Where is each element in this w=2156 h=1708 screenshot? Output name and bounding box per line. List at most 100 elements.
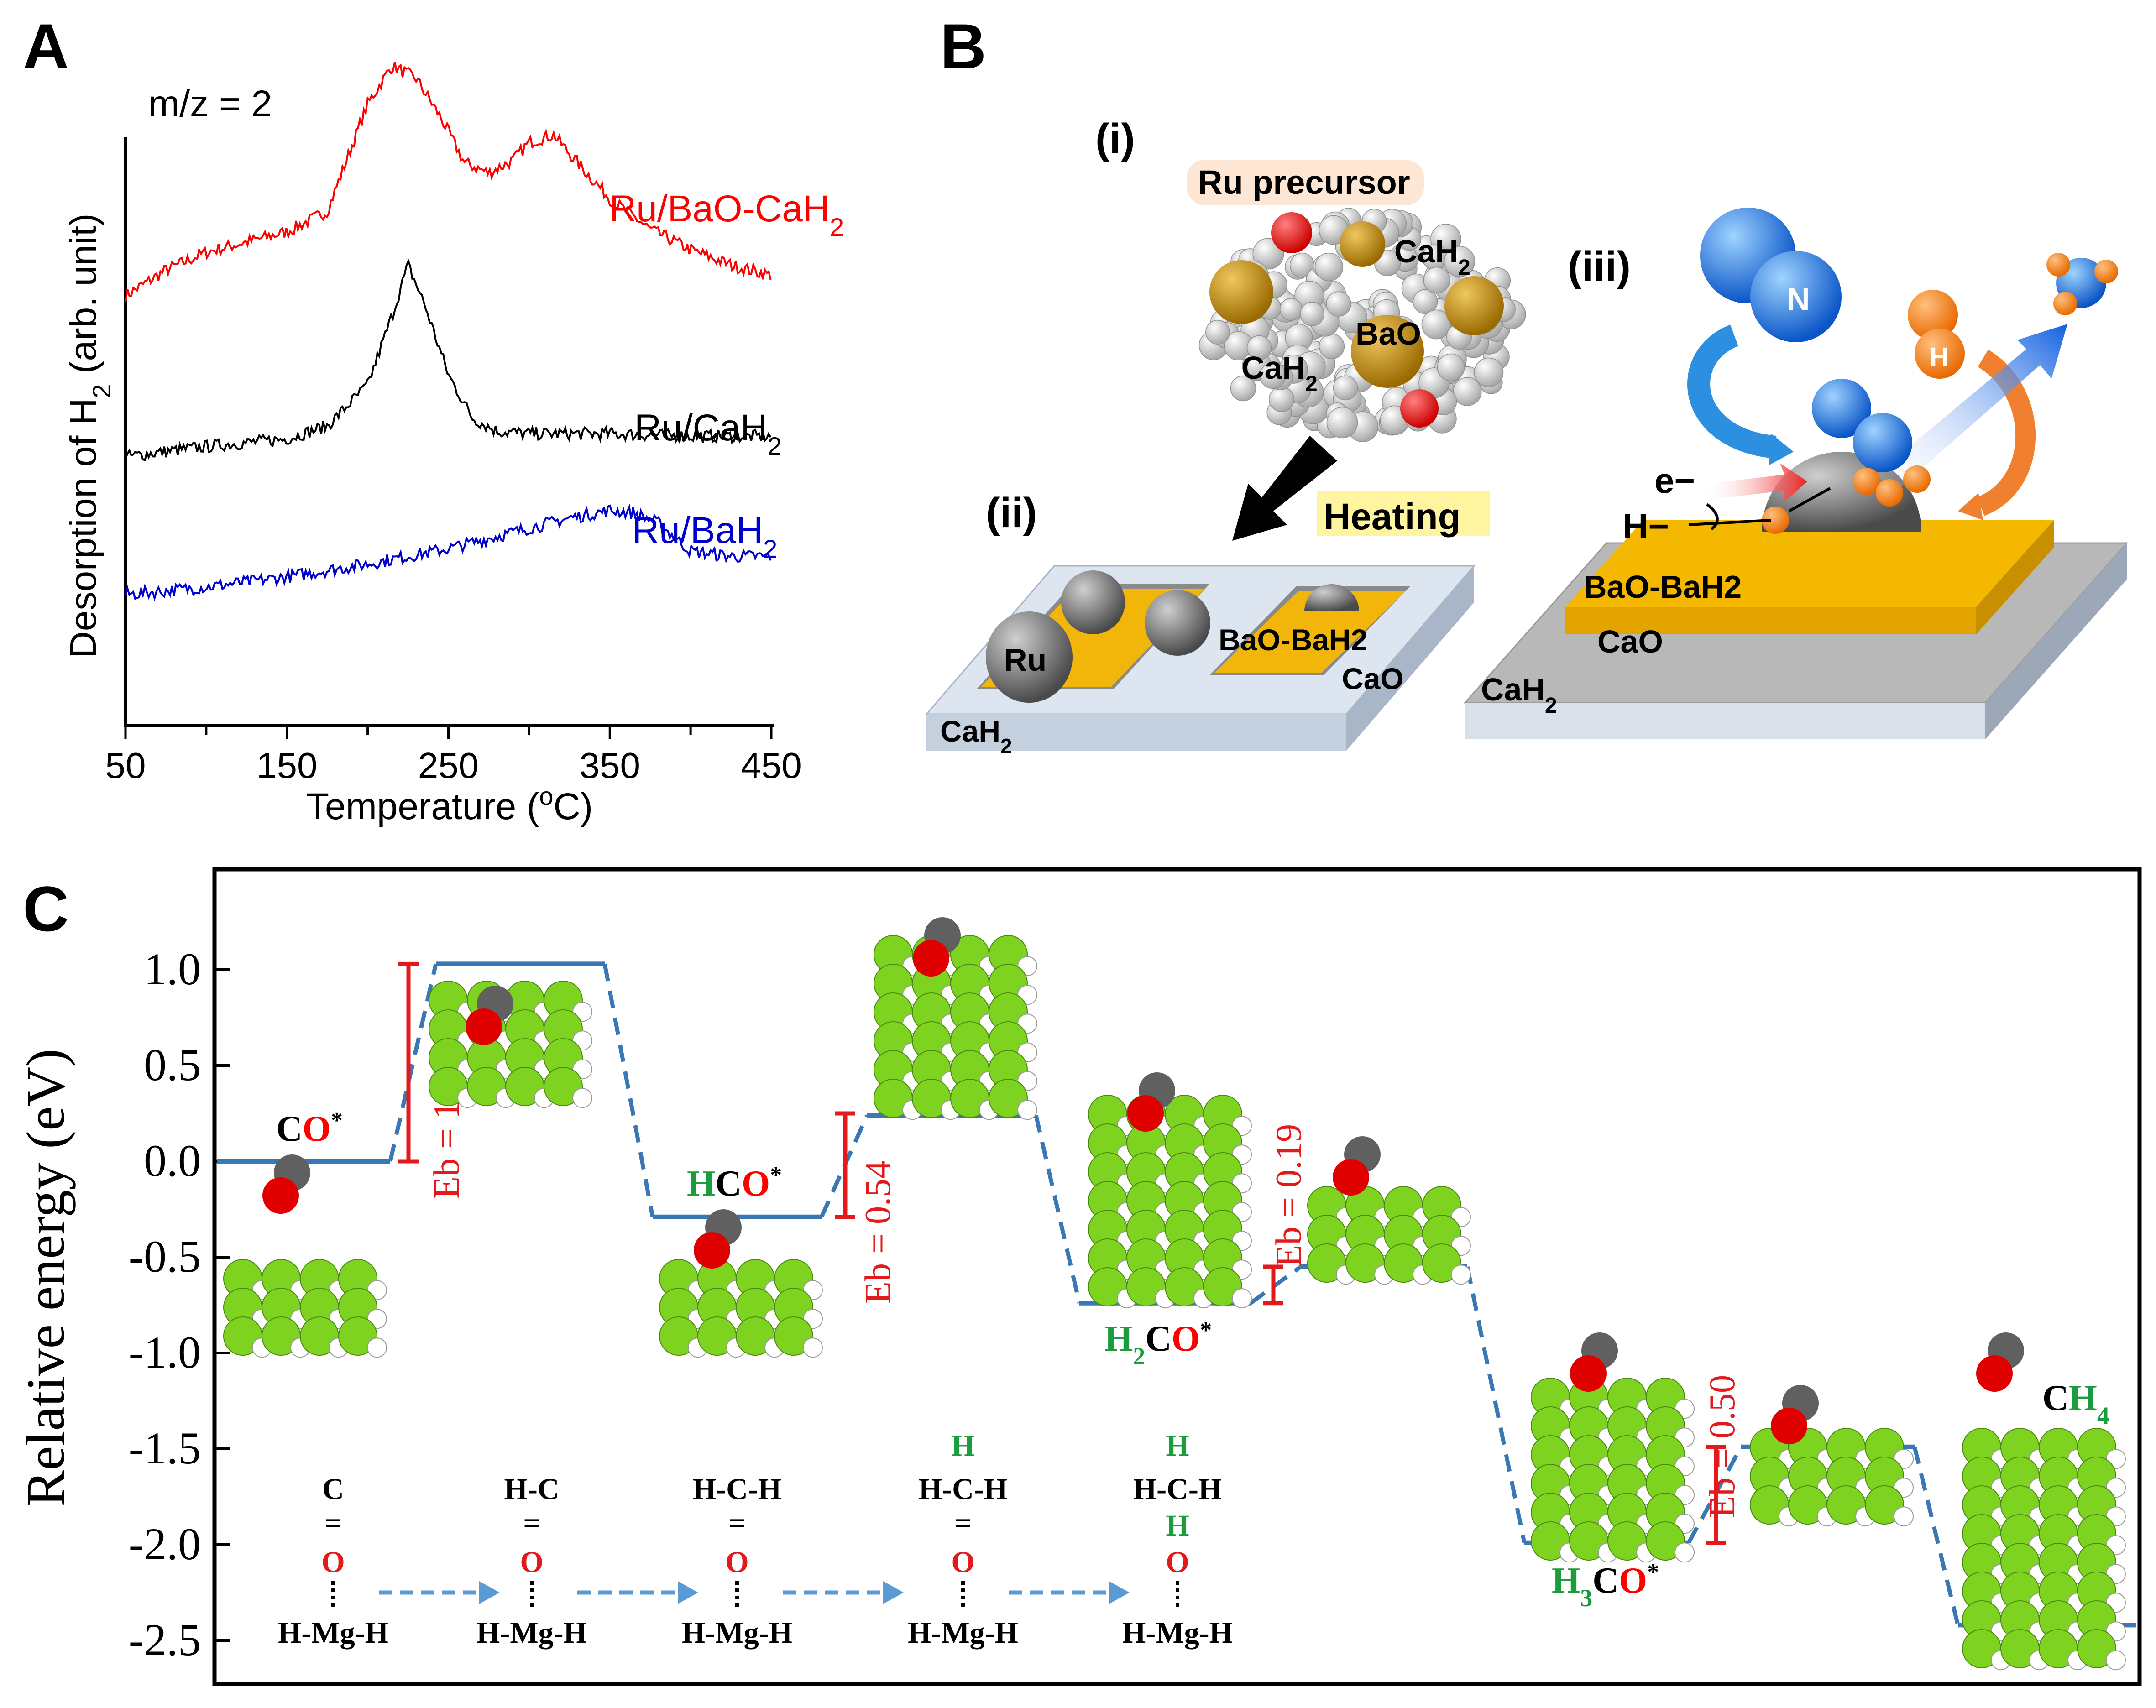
reaction-scheme: H-C=OH-Mg-H xyxy=(476,1473,698,1650)
o-atom xyxy=(466,1008,502,1045)
transfer-arrow-2 xyxy=(1688,519,1771,526)
transfer-arrow-3 xyxy=(1788,487,1831,512)
label-h: H xyxy=(1930,342,1949,372)
label-step-iii: (iii) xyxy=(1568,243,1631,290)
scheme-arrowhead xyxy=(678,1581,698,1604)
surface-slab xyxy=(874,935,1037,1120)
panel-letter-b: B xyxy=(940,10,986,82)
panel-c-y-tick-label: 0.5 xyxy=(144,1039,201,1090)
cah2-particle xyxy=(1423,266,1450,294)
scheme-arrowhead xyxy=(1109,1581,1130,1604)
cah2-particle xyxy=(1259,362,1287,389)
panel-c-y-tick-label: 1.0 xyxy=(144,944,201,994)
o-atom xyxy=(1976,1355,2013,1392)
bao-particle xyxy=(1351,315,1424,388)
scheme-arrowhead xyxy=(883,1581,904,1604)
bao-particle xyxy=(1340,221,1385,267)
species-label-hco: HCO* xyxy=(687,1162,782,1204)
label-hydride: H− xyxy=(1622,506,1669,546)
panel-c-y-tick-label: -2.0 xyxy=(129,1519,201,1569)
n2-cycle-arrowhead xyxy=(1769,434,1794,465)
ru-particle-dome xyxy=(1304,584,1359,611)
heating-glow xyxy=(1317,491,1490,536)
scheme-double-bond: = xyxy=(728,1507,746,1540)
o-atom xyxy=(694,1232,730,1269)
panel-a-x-tick-label: 150 xyxy=(256,745,317,786)
scheme-h-mg-h: H-Mg-H xyxy=(682,1616,792,1650)
cah2-particle xyxy=(1314,252,1344,282)
panel-a-x-tick-label: 250 xyxy=(418,745,479,786)
panel-letter-c: C xyxy=(23,873,69,945)
cah2-particle xyxy=(1268,386,1295,413)
h-atom-1 xyxy=(1908,290,1958,340)
ru-particle-top xyxy=(1061,570,1125,634)
cah2-particle xyxy=(1246,335,1272,360)
h-atom xyxy=(1894,1506,1914,1527)
label-step-i: (i) xyxy=(1095,115,1135,162)
label-electron: e− xyxy=(1654,460,1695,501)
scheme-top-h: H xyxy=(951,1429,974,1463)
scheme-double-bond: = xyxy=(523,1507,540,1540)
panel-a-y-label: Desorption of H2 (arb. unit) xyxy=(63,214,116,658)
cah2-particle xyxy=(1205,320,1230,345)
cah2-particle xyxy=(1413,289,1438,314)
scheme-oxygen: O xyxy=(951,1546,974,1579)
scheme-carbon-group: H-C-H xyxy=(693,1473,781,1506)
series-line-1 xyxy=(125,258,772,461)
label-ru-precursor: Ru precursor xyxy=(1198,163,1410,201)
h-atom xyxy=(367,1337,387,1358)
cah2-particle xyxy=(1279,298,1303,321)
cah2-particle xyxy=(1326,407,1358,439)
nh3-h-1 xyxy=(2046,253,2070,277)
label-step-ii: (ii) xyxy=(986,490,1037,536)
platform-large xyxy=(1463,520,2129,739)
o-atom xyxy=(1570,1355,1607,1392)
panel-c-y-tick-label: -1.0 xyxy=(129,1327,201,1378)
surface-slab xyxy=(1531,1378,1695,1563)
surface-slab xyxy=(223,1259,387,1358)
h-atom-2 xyxy=(1915,329,1965,379)
series-line-2 xyxy=(125,503,772,601)
energy-connector xyxy=(1034,1115,1082,1304)
label-bao: BaO xyxy=(1355,316,1421,351)
adsorbed-h-4 xyxy=(1762,507,1789,534)
bao-particle xyxy=(1209,260,1273,324)
energy-connector xyxy=(1249,1265,1302,1305)
scheme-double-bond: = xyxy=(324,1507,342,1540)
panel-b-schematic: (i) (ii) (iii) Ru precursor CaH2 BaO CaH… xyxy=(925,115,2129,758)
species-label-h3co: H3CO* xyxy=(1552,1559,1659,1612)
label-heating: Heating xyxy=(1324,496,1461,538)
bao-particle xyxy=(1444,276,1504,335)
ru-precursor-particle xyxy=(1271,212,1312,253)
scheme-oxygen: O xyxy=(725,1546,748,1579)
scheme-top-h: H xyxy=(1166,1429,1189,1463)
panel-c-y-tick-label: 0.0 xyxy=(144,1135,201,1186)
o-atom xyxy=(1333,1159,1369,1196)
adsorbed-h-3 xyxy=(1903,465,1931,493)
series-line-0 xyxy=(125,62,772,303)
adsorbed-n-1 xyxy=(1812,379,1871,438)
cah2-particle xyxy=(1333,375,1358,401)
cah2-particle xyxy=(1444,245,1476,277)
surface-slab xyxy=(1307,1186,1471,1285)
n2-cycle-arrow xyxy=(1687,324,1777,459)
scheme-carbon-group: C xyxy=(322,1473,344,1506)
scheme-mid-h: H xyxy=(1166,1509,1189,1542)
scheme-h-mg-h: H-Mg-H xyxy=(908,1616,1018,1650)
species-label-h2co: H2CO* xyxy=(1104,1317,1212,1370)
series-label-ru-bao-cah2: Ru/BaO-CaH2 xyxy=(609,188,844,241)
reaction-scheme: H-C-H= O H-Mg-H xyxy=(682,1473,904,1650)
ru-particle-large xyxy=(986,611,1073,703)
scheme-carbon-group: H-C-H xyxy=(1133,1473,1222,1506)
label-n: N xyxy=(1787,282,1810,317)
h-cycle-arrowhead xyxy=(1958,493,1983,520)
panel-c-frame xyxy=(212,867,2142,1686)
panel-a-x-label: Temperature (oC) xyxy=(306,782,593,828)
cah2-particle xyxy=(1300,302,1324,326)
series-label-ru-cah2: Ru/CaH2 xyxy=(634,407,782,460)
barrier-label: Eb = 0.50 xyxy=(1702,1375,1743,1518)
o-atom xyxy=(1771,1408,1807,1444)
